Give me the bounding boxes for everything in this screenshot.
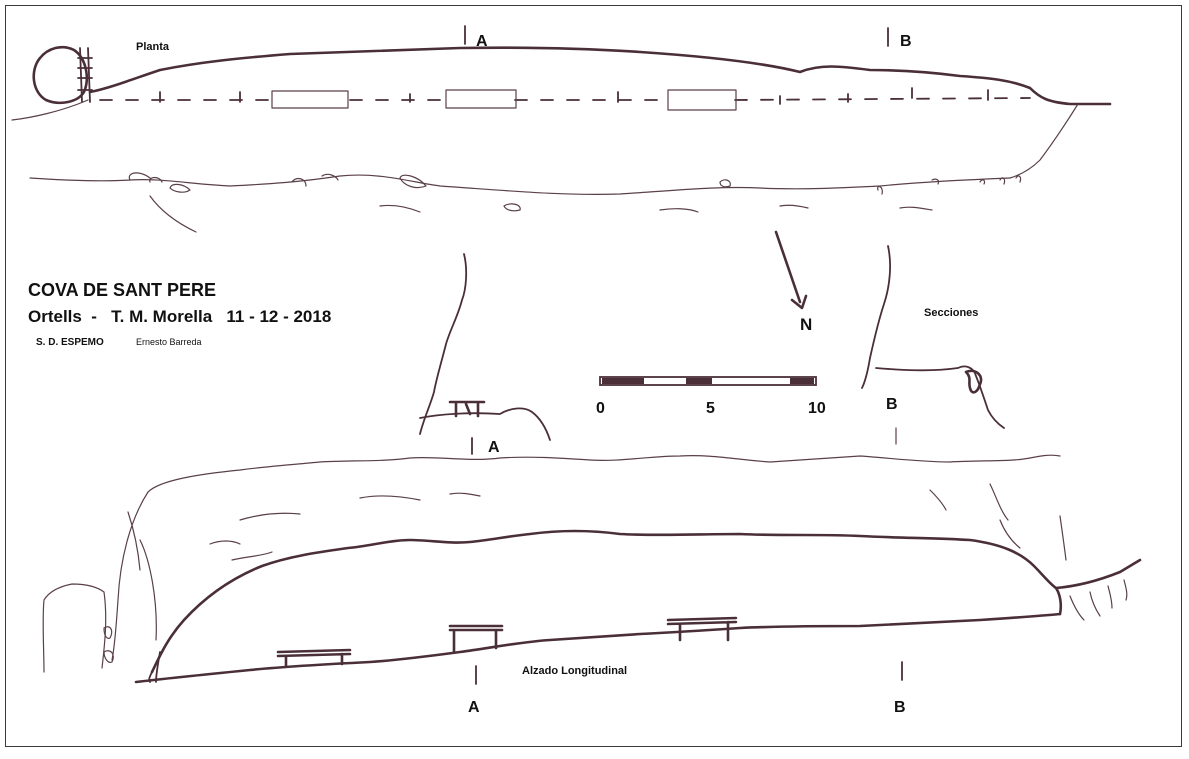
- plan-upper-wall: [88, 46, 1112, 106]
- elevation-label: Alzado Longitudinal: [522, 665, 627, 677]
- plan-view: [11, 45, 1112, 233]
- elevation-entrance-pillar: [42, 583, 107, 673]
- plan-section-b-label: B: [900, 33, 912, 50]
- section-b-profile: [861, 245, 1005, 429]
- section-b-label: B: [886, 396, 898, 413]
- scale-tick-10: 10: [808, 400, 826, 417]
- section-a-floor: [419, 407, 551, 441]
- elevation-entrance-slope: [148, 651, 161, 683]
- scale-bar-segment-2: [686, 378, 712, 384]
- scale-bar: [599, 376, 817, 386]
- elevation-pillar-rocks: [103, 626, 114, 663]
- elevation-view: [42, 454, 1142, 684]
- scale-tick-0: 0: [596, 400, 605, 417]
- section-b-wall: [861, 245, 891, 389]
- elevation-bench-3: [666, 616, 738, 642]
- cave-title: COVA DE SANT PERE: [28, 280, 216, 300]
- plan-bench-3: [667, 89, 737, 111]
- elevation-section-a-label: A: [468, 699, 480, 716]
- plan-right-wall: [1009, 103, 1079, 179]
- section-b-rock: [964, 369, 983, 394]
- plan-boulder: [32, 45, 88, 105]
- plan-bench-1: [271, 90, 349, 109]
- north-arrow: [774, 230, 808, 310]
- elevation-ceiling: [150, 529, 1058, 674]
- surveyor-name: Ernesto Barreda: [136, 337, 202, 347]
- scale-tick-5: 5: [706, 400, 715, 417]
- plan-entrance-ladder: [77, 47, 93, 103]
- plan-axis-dashes: [99, 97, 1031, 101]
- scale-bar-segment-3: [790, 378, 814, 384]
- plan-axis-ticks: [159, 87, 989, 105]
- location-date: Ortells - T. M. Morella 11 - 12 - 2018: [28, 307, 331, 326]
- elevation-rock-texture: [209, 483, 1067, 561]
- elevation-floor: [134, 612, 1062, 684]
- plan-lower-rocks: [128, 172, 1022, 195]
- drawing-frame: [5, 5, 1182, 747]
- elevation-bench-1: [276, 648, 352, 668]
- north-label: N: [800, 315, 812, 334]
- plan-section-a-label: A: [476, 33, 488, 50]
- elevation-bench-2: [448, 624, 504, 654]
- north-arrow-shaft: [774, 230, 802, 304]
- survey-group: S. D. ESPEMO: [36, 337, 104, 348]
- section-a-wall: [419, 253, 468, 435]
- elevation-left-rock: [111, 491, 157, 661]
- elevation-rock-surface: [147, 454, 1061, 493]
- section-a-profile: [419, 253, 551, 441]
- north-arrow-head: [790, 294, 808, 310]
- sections-label: Secciones: [924, 307, 978, 319]
- plan-label: Planta: [136, 41, 170, 53]
- section-b-floor: [875, 365, 1005, 429]
- section-a-bench: [448, 400, 486, 418]
- section-a-label: A: [488, 439, 500, 456]
- elevation-right-end: [1054, 558, 1142, 616]
- elevation-right-texture: [1069, 579, 1128, 621]
- plan-lower-wall: [29, 174, 1011, 195]
- plan-left-wall-line: [11, 99, 89, 121]
- plan-floor-debris: [149, 195, 933, 233]
- plan-bench-2: [445, 89, 517, 109]
- scale-bar-segment-1: [602, 378, 644, 384]
- elevation-section-b-label: B: [894, 699, 906, 716]
